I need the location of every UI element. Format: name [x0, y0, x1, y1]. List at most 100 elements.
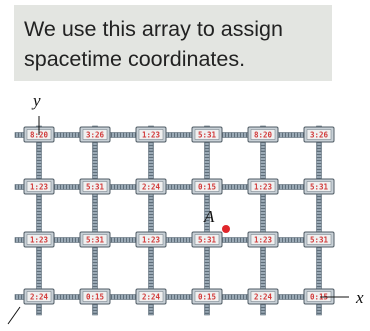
depth-rod	[316, 193, 322, 204]
clock-face	[82, 234, 108, 245]
clock-readout: 5:31	[310, 236, 329, 245]
lattice-clock: 2:24	[247, 288, 279, 305]
lattice-clock: 1:23	[23, 231, 55, 248]
depth-rod	[36, 246, 42, 257]
lattice-clock: 0:15	[79, 288, 111, 305]
clock-readout: 2:24	[142, 183, 161, 192]
vertical-rod	[148, 125, 154, 316]
clock-readout: 0:15	[86, 293, 104, 302]
clock-readout: 5:31	[310, 183, 329, 192]
event-a-dot	[222, 225, 230, 233]
lattice-clock: 1:23	[247, 178, 279, 195]
clock-face	[26, 291, 52, 302]
lattice-clock: 1:23	[135, 231, 167, 248]
depth-rod	[316, 303, 322, 314]
clock-face	[138, 181, 164, 192]
lattice-clock: 5:31	[303, 231, 335, 248]
vertical-rod	[204, 125, 210, 316]
depth-rod	[148, 303, 154, 314]
lattice-clock: 5:31	[191, 231, 223, 248]
caption-box: We use this array to assign spacetime co…	[14, 5, 332, 81]
clock-face	[82, 291, 108, 302]
lattice-clock: 2:24	[23, 288, 55, 305]
clock-readout: 1:23	[30, 236, 49, 245]
clock-face	[194, 234, 220, 245]
clock-face	[250, 291, 276, 302]
clock-readout: 0:15	[198, 293, 216, 302]
vertical-rod	[316, 125, 322, 316]
lattice-clock: 1:23	[23, 178, 55, 195]
depth-rod	[148, 246, 154, 257]
clock-readout: 3:26	[86, 131, 105, 140]
clock-readout: 1:23	[254, 236, 273, 245]
depth-rod	[204, 303, 210, 314]
depth-rod	[204, 246, 210, 257]
clock-face	[82, 129, 108, 140]
depth-rod	[36, 141, 42, 152]
lattice-clock: 2:24	[135, 178, 167, 195]
clock-face	[26, 181, 52, 192]
clock-readout: 0:15	[310, 293, 328, 302]
clock-readout: 1:23	[254, 183, 273, 192]
clock-readout: 5:31	[86, 183, 105, 192]
z-axis-label: z	[1, 324, 9, 331]
lattice-clock: 5:31	[191, 126, 223, 143]
clock-readout: 5:31	[86, 236, 105, 245]
depth-rod	[148, 193, 154, 204]
clock-face	[306, 129, 332, 140]
clock-readout: 1:23	[142, 131, 161, 140]
clock-readout: 8:20	[254, 131, 273, 140]
depth-rod	[260, 193, 266, 204]
caption-line-2: spacetime coordinates.	[24, 47, 246, 71]
clock-face	[306, 181, 332, 192]
clock-face	[26, 234, 52, 245]
x-axis: x	[320, 288, 364, 307]
depth-rod	[92, 246, 98, 257]
depth-rod	[316, 141, 322, 152]
depth-rod	[204, 141, 210, 152]
clock-readout: 1:23	[30, 183, 49, 192]
depth-rod	[36, 193, 42, 204]
z-axis: z	[1, 306, 21, 331]
clock-face	[250, 129, 276, 140]
depth-rod	[148, 141, 154, 152]
depth-rod	[316, 246, 322, 257]
y-axis-label: y	[31, 91, 41, 110]
lattice-clock: 0:15	[191, 178, 223, 195]
clock-readout: 1:23	[142, 236, 161, 245]
clock-face	[306, 234, 332, 245]
clock-face	[138, 129, 164, 140]
clock-readout: 0:15	[198, 183, 216, 192]
clock-face	[82, 181, 108, 192]
lattice-clock: 0:15	[191, 288, 223, 305]
clock-face	[138, 291, 164, 302]
depth-rod	[92, 141, 98, 152]
lattice-rods	[14, 125, 326, 316]
vertical-rod	[260, 125, 266, 316]
depth-rod	[260, 246, 266, 257]
clock-face	[194, 291, 220, 302]
lattice-clock: 5:31	[303, 178, 335, 195]
lattice-clock: 5:31	[79, 231, 111, 248]
lattice-clock: 2:24	[135, 288, 167, 305]
x-axis-label: x	[355, 288, 364, 307]
depth-rod	[92, 303, 98, 314]
y-axis: y	[31, 91, 41, 135]
lattice-clock: 1:23	[247, 231, 279, 248]
lattice-clock: 8:20	[247, 126, 279, 143]
depth-rod	[260, 141, 266, 152]
clock-readout: 2:24	[30, 293, 49, 302]
clock-readout: 2:24	[142, 293, 161, 302]
clock-readout: 5:31	[198, 236, 217, 245]
clock-face	[138, 234, 164, 245]
depth-rod	[36, 303, 42, 314]
lattice-clock: 0:15	[303, 288, 335, 305]
depth-rod	[92, 193, 98, 204]
lattice-clock: 1:23	[135, 126, 167, 143]
lattice-clock: 3:26	[79, 126, 111, 143]
caption-line-1: We use this array to assign	[24, 17, 283, 41]
clock-face	[250, 234, 276, 245]
vertical-rod	[92, 125, 98, 316]
lattice-clock: 5:31	[79, 178, 111, 195]
